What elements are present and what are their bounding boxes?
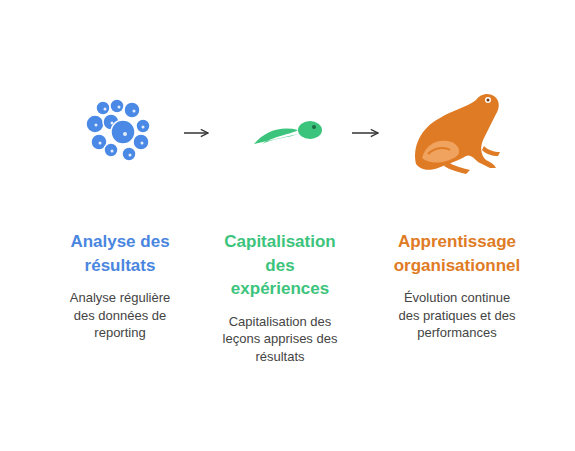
cells-icon: [85, 98, 155, 164]
stage-title: Capitalisation des expériences: [219, 230, 341, 301]
stage-title: Apprentissage organisationnel: [382, 230, 532, 277]
stage-column: Apprentissage organisationnelÉvolution c…: [382, 90, 532, 342]
flow-arrow: [352, 132, 378, 134]
stage-description: Évolution continue des pratiques et des …: [392, 289, 522, 342]
flow-arrow: [184, 132, 208, 134]
stage-column: Analyse des résultatsAnalyse régulière d…: [60, 90, 180, 342]
stage-description: Capitalisation des leçons apprises des r…: [212, 313, 348, 366]
stage-description: Analyse régulière des données de reporti…: [60, 289, 180, 342]
stage-column: Capitalisation des expériencesCapitalisa…: [212, 90, 348, 365]
tadpole-icon: [252, 118, 324, 150]
stage-title: Analyse des résultats: [60, 230, 180, 277]
frog-icon: [408, 88, 504, 178]
